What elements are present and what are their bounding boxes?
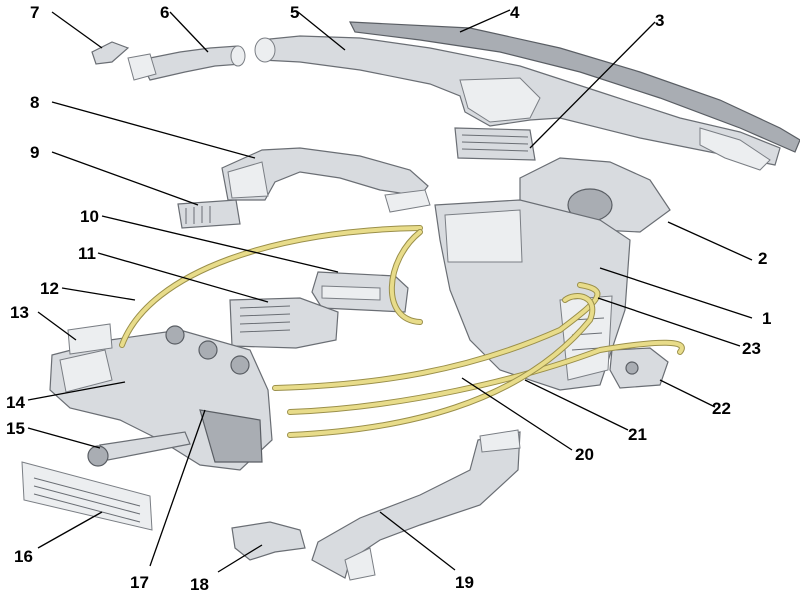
part-9-vent-grille <box>177 199 241 229</box>
part-18-duct-elbow <box>231 521 306 561</box>
leader-5 <box>297 11 346 51</box>
callout-22: 22 <box>712 399 731 418</box>
leader-23 <box>597 297 741 347</box>
part-4-dash-trim <box>349 21 800 153</box>
part-19-floor-duct <box>311 429 521 581</box>
callout-11: 11 <box>78 244 96 263</box>
part-22-actuator <box>609 347 669 389</box>
callout-3: 3 <box>655 11 664 30</box>
part-16-fascia <box>21 461 153 531</box>
leader-7 <box>51 11 103 49</box>
leader-21 <box>524 379 629 431</box>
callout-2: 2 <box>758 249 767 268</box>
leader-17 <box>149 409 206 567</box>
leader-11 <box>97 252 269 303</box>
leader-2 <box>667 221 753 261</box>
part-11-control-module <box>229 297 339 349</box>
callout-14: 14 <box>6 393 25 412</box>
part-8-footwell-duct <box>221 147 431 213</box>
callout-labels: 7 6 5 4 3 8 9 10 11 12 13 14 15 16 17 18… <box>6 3 771 594</box>
leader-13 <box>37 311 77 341</box>
callout-19: 19 <box>455 573 474 592</box>
part-13-14-17-control-assembly <box>49 323 273 471</box>
callout-9: 9 <box>30 143 39 162</box>
leader-22 <box>659 379 716 408</box>
callout-5: 5 <box>290 3 299 22</box>
leader-8 <box>51 101 256 159</box>
callout-10: 10 <box>80 207 99 226</box>
part-6-side-duct <box>127 45 246 81</box>
leader-6 <box>169 11 209 53</box>
leader-20 <box>461 377 573 451</box>
callout-7: 7 <box>30 3 39 22</box>
callout-16: 16 <box>14 547 33 566</box>
part-3-centre-vent <box>454 127 536 161</box>
callout-6: 6 <box>160 3 169 22</box>
leader-3 <box>529 21 656 149</box>
leader-15 <box>27 427 101 449</box>
part-5-dash-duct <box>254 35 781 171</box>
leader-18 <box>217 544 263 573</box>
leader-14 <box>27 381 126 401</box>
callout-1: 1 <box>762 309 771 328</box>
control-cables <box>119 225 685 438</box>
leader-19 <box>379 511 456 571</box>
callout-20: 20 <box>575 445 594 464</box>
leader-lines <box>27 9 753 573</box>
part-15-knob <box>87 431 191 467</box>
callout-13: 13 <box>10 303 29 322</box>
leader-10 <box>101 215 339 273</box>
leader-12 <box>61 287 136 301</box>
callout-15: 15 <box>6 419 25 438</box>
callout-18: 18 <box>190 575 209 594</box>
callout-21: 21 <box>628 425 647 444</box>
leader-16 <box>37 511 103 549</box>
callout-8: 8 <box>30 93 39 112</box>
callout-4: 4 <box>510 3 520 22</box>
callout-23: 23 <box>742 339 761 358</box>
leader-9 <box>51 151 199 206</box>
leader-1 <box>599 267 753 319</box>
callout-12: 12 <box>40 279 59 298</box>
callout-17: 17 <box>130 573 149 592</box>
leader-4 <box>459 9 511 33</box>
